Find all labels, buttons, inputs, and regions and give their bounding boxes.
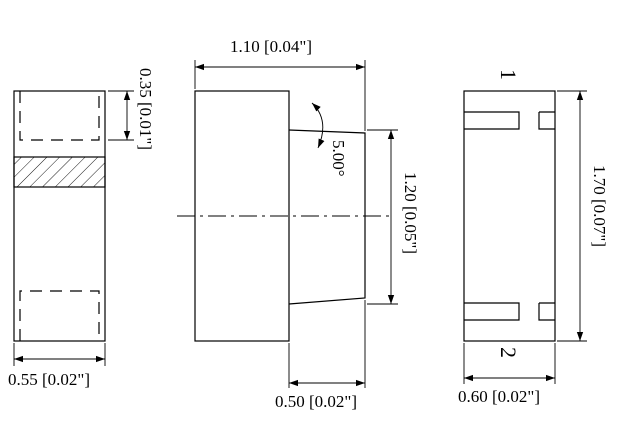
middle-front-view: 1.10 [0.04"] 5.00° 1.20 [0.05"] 0.50 [0.… bbox=[177, 37, 420, 411]
left-side-view: 0.35 [0.01"] 0.55 [0.02"] bbox=[8, 68, 155, 389]
top-length-dimension-label: 1.10 [0.04"] bbox=[230, 37, 312, 56]
right-width-dimension-label: 0.60 [0.02"] bbox=[458, 387, 540, 406]
bottom-pad-outline bbox=[464, 302, 555, 321]
middle-lead-outline bbox=[288, 129, 366, 305]
left-top-terminal-hidden bbox=[19, 91, 100, 141]
left-bottom-terminal-hidden bbox=[19, 290, 100, 341]
total-length-dimension-label: 1.70 [0.07"] bbox=[590, 165, 609, 247]
angle-arc bbox=[311, 102, 325, 149]
lead-width-dimension-label: 0.50 [0.02"] bbox=[275, 392, 357, 411]
pin-1-label: 1 bbox=[496, 69, 521, 80]
right-bottom-view: 1 2 1.70 [0.07"] 0.60 [0.02"] bbox=[458, 69, 609, 406]
top-pad-outline bbox=[464, 111, 555, 130]
left-body-outline bbox=[13, 90, 106, 342]
left-width-dimension-label: 0.55 [0.02"] bbox=[8, 370, 90, 389]
pin-2-label: 2 bbox=[496, 347, 521, 358]
left-hatched-band bbox=[13, 156, 106, 188]
mid-height-dimension-label: 1.20 [0.05"] bbox=[401, 172, 420, 254]
angle-label: 5.00° bbox=[329, 140, 348, 177]
cap-dimension-label: 0.35 [0.01"] bbox=[136, 68, 155, 150]
right-body-outline bbox=[463, 90, 556, 342]
